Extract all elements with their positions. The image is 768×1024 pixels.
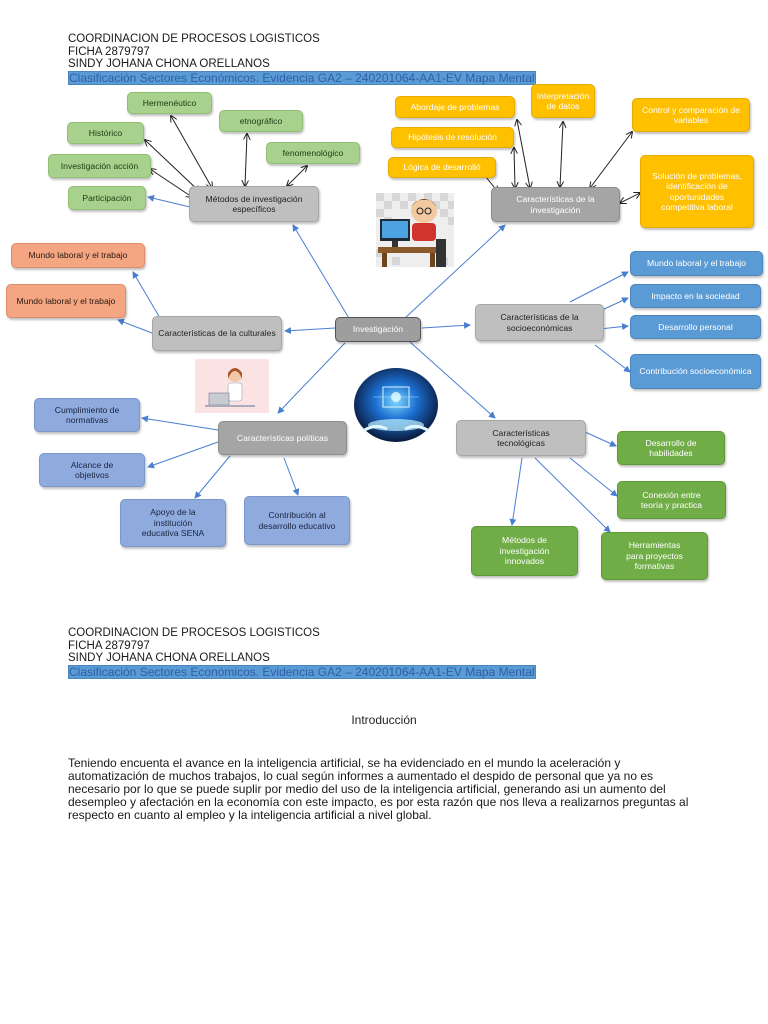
person-computer-illustration	[376, 193, 454, 267]
node-solucion: Solución de problemas, identificación de…	[640, 155, 754, 228]
node-socioeconomicas: Características de la socioeconómicas	[475, 304, 604, 341]
node-politicas: Características políticas	[218, 421, 347, 455]
page2-header: COORDINACION DE PROCESOS LOGISTICOS FICH…	[68, 627, 536, 679]
node-metodos: Métodos de investigación específicos	[189, 186, 319, 222]
node-caracteristicas-investigacion: Características de la investigación	[491, 187, 620, 222]
page2-header-org: COORDINACION DE PROCESOS LOGISTICOS	[68, 627, 320, 639]
node-participacion: Participación	[68, 186, 146, 210]
node-abordaje: Abordaje de problemas	[395, 96, 515, 118]
node-metodos-innovados: Métodos de investigación innovados	[471, 526, 578, 576]
node-cumplimiento: Cumplimiento de normativas	[34, 398, 140, 432]
intro-paragraph: Teniendo encuenta el avance en la inteli…	[68, 756, 689, 822]
node-cultural-mundo-1: Mundo laboral y el trabajo	[11, 243, 145, 268]
node-investigacion-accion: Investigación acción	[48, 154, 151, 178]
node-culturales: Características de la culturales	[152, 316, 282, 351]
node-logica: Lógica de desarrolló	[388, 157, 496, 178]
node-hermeneutico: Hermenéutico	[127, 92, 212, 114]
node-investigacion-center: Investigación	[335, 317, 421, 342]
node-alcance: Alcance de objetivos	[39, 453, 145, 487]
node-historico: Histórico	[67, 122, 144, 144]
node-contribucion-educativo: Contribución al desarrollo educativo	[244, 496, 350, 545]
node-apoyo-sena: Apoyo de la institución educativa SENA	[120, 499, 226, 547]
node-cultural-mundo-2: Mundo laboral y el trabajo	[6, 284, 126, 318]
node-control: Control y comparación de variables	[632, 98, 750, 132]
node-interpretacion: Interpretación de datos	[531, 84, 595, 118]
node-conexion-teoria: Conexión entre teoría y practica	[617, 481, 726, 519]
header-org: COORDINACION DE PROCESOS LOGISTICOS	[68, 33, 320, 45]
page2-header-subject: Clasificación Sectores Económicos. Evide…	[68, 664, 536, 679]
node-herramientas: Herramientas para proyectos formativas	[601, 532, 708, 580]
node-hipotesis: Hipótesis de resolución	[391, 127, 514, 148]
node-tecnologicas: Características tecnológicas	[456, 420, 586, 456]
page1-header: COORDINACION DE PROCESOS LOGISTICOS FICH…	[68, 33, 536, 85]
page2-header-ficha: FICHA 2879797	[68, 639, 150, 652]
node-socio-mundo: Mundo laboral y el trabajo	[630, 251, 763, 276]
technology-hands-illustration	[354, 368, 438, 442]
node-etnografico: etnográfico	[219, 110, 303, 132]
header-ficha: FICHA 2879797	[68, 45, 150, 58]
section-title-introduccion: Introducción	[351, 713, 417, 727]
woman-laptop-illustration	[195, 359, 269, 413]
node-fenomenologico: fenomenológico	[266, 142, 360, 164]
node-socio-contribucion: Contribución socioeconómica	[630, 354, 761, 389]
header-subject: Clasificación Sectores Económicos. Evide…	[68, 70, 536, 85]
header-author: SINDY JOHANA CHONA ORELLANOS	[68, 58, 270, 70]
page2-header-author: SINDY JOHANA CHONA ORELLANOS	[68, 652, 270, 664]
node-socio-desarrollo: Desarrollo personal	[630, 315, 761, 339]
mindmap-connectors	[117, 0, 768, 533]
node-desarrollo-habilidades: Desarrollo de habilidades	[617, 431, 725, 465]
node-socio-impacto: Impacto en la sociedad	[630, 284, 761, 308]
